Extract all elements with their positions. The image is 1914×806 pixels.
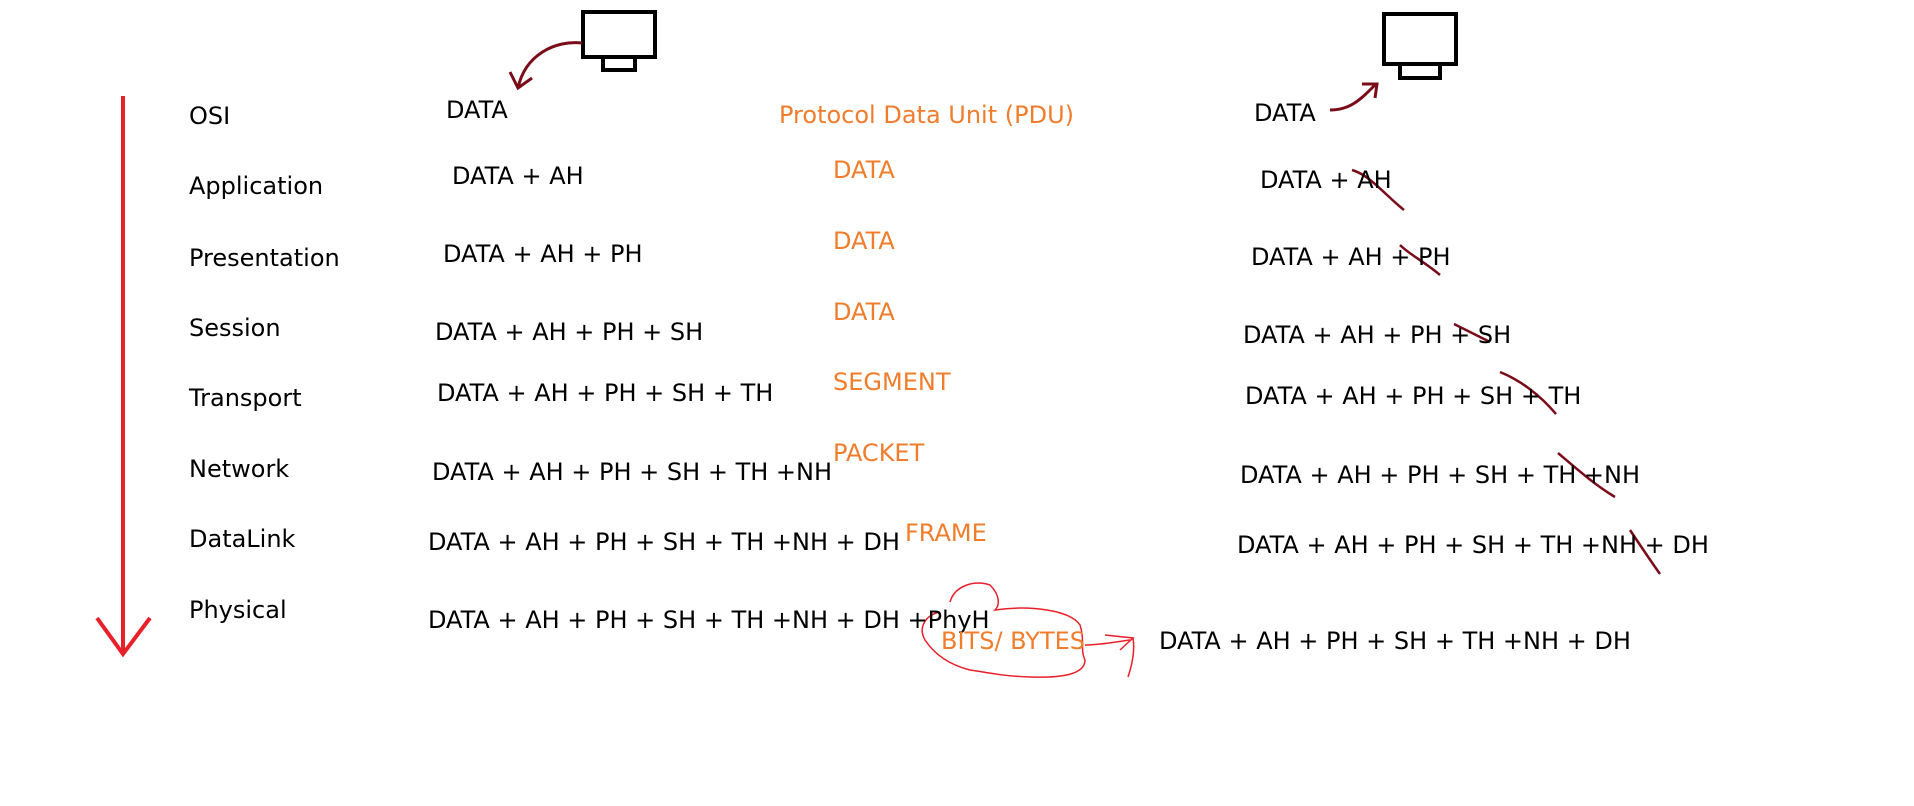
- receiver-row-datalink: DATA + AH + PH + SH + TH +NH + DH: [1237, 531, 1709, 559]
- layer-label-presentation: Presentation: [189, 244, 340, 272]
- sender-row-application: DATA + AH: [452, 162, 584, 190]
- layer-label-osi: OSI: [189, 102, 231, 130]
- strike-dh: [1628, 529, 1662, 575]
- direction-arrow: [95, 96, 152, 658]
- sender-monitor-icon: [581, 10, 657, 72]
- layer-label-physical: Physical: [189, 596, 287, 624]
- strike-ah: [1351, 168, 1405, 211]
- pdu-session: DATA: [833, 298, 895, 326]
- sender-row-presentation: DATA + AH + PH: [443, 240, 643, 268]
- pdu-application: DATA: [833, 156, 895, 184]
- bits-to-receiver-arrow: [1084, 634, 1135, 678]
- header-strike-marks: [1351, 168, 1662, 575]
- receiver-row-physical: DATA + AH + PH + SH + TH +NH + DH: [1159, 627, 1631, 655]
- layer-label-application: Application: [189, 172, 324, 200]
- pdu-presentation: DATA: [833, 227, 895, 255]
- pdu-datalink: FRAME: [905, 519, 987, 547]
- sender-curl-arrow: [516, 41, 583, 89]
- receiver-monitor-icon: [1382, 12, 1458, 80]
- layer-label-network: Network: [189, 455, 290, 483]
- layer-label-transport: Transport: [189, 384, 302, 412]
- receiver-curl-arrow: [1329, 83, 1377, 112]
- sender-row-osi: DATA: [446, 96, 508, 124]
- receiver-row-network: DATA + AH + PH + SH + TH +NH: [1240, 461, 1641, 489]
- sender-curl-arrowhead: [508, 71, 533, 91]
- receiver-row-osi: DATA: [1254, 99, 1316, 127]
- receiver-row-transport: DATA + AH + PH + SH + TH: [1245, 382, 1582, 410]
- layer-label-session: Session: [189, 314, 281, 342]
- pdu-title: Protocol Data Unit (PDU): [779, 101, 1075, 129]
- pdu-transport: SEGMENT: [833, 368, 951, 396]
- strike-ph: [1399, 244, 1441, 276]
- strike-th: [1499, 370, 1557, 415]
- sender-row-physical: DATA + AH + PH + SH + TH +NH + DH +PhyH: [428, 606, 990, 634]
- receiver-row-presentation: DATA + AH + PH: [1251, 243, 1451, 271]
- sender-row-session: DATA + AH + PH + SH: [435, 318, 704, 346]
- strike-sh: [1453, 322, 1491, 344]
- bits-bytes-blob: [921, 582, 1086, 678]
- receiver-row-application: DATA + AH: [1260, 166, 1392, 194]
- pdu-network: PACKET: [833, 439, 925, 467]
- strike-nh: [1557, 452, 1616, 499]
- sender-row-transport: DATA + AH + PH + SH + TH: [437, 379, 774, 407]
- pdu-physical-bits-bytes: BITS/ BYTES: [941, 627, 1086, 655]
- sender-row-network: DATA + AH + PH + SH + TH +NH: [432, 458, 833, 486]
- receiver-curl-arrowhead: [1362, 82, 1379, 99]
- sender-row-datalink: DATA + AH + PH + SH + TH +NH + DH: [428, 528, 900, 556]
- layer-label-datalink: DataLink: [189, 525, 296, 553]
- receiver-row-session: DATA + AH + PH + SH: [1243, 321, 1512, 349]
